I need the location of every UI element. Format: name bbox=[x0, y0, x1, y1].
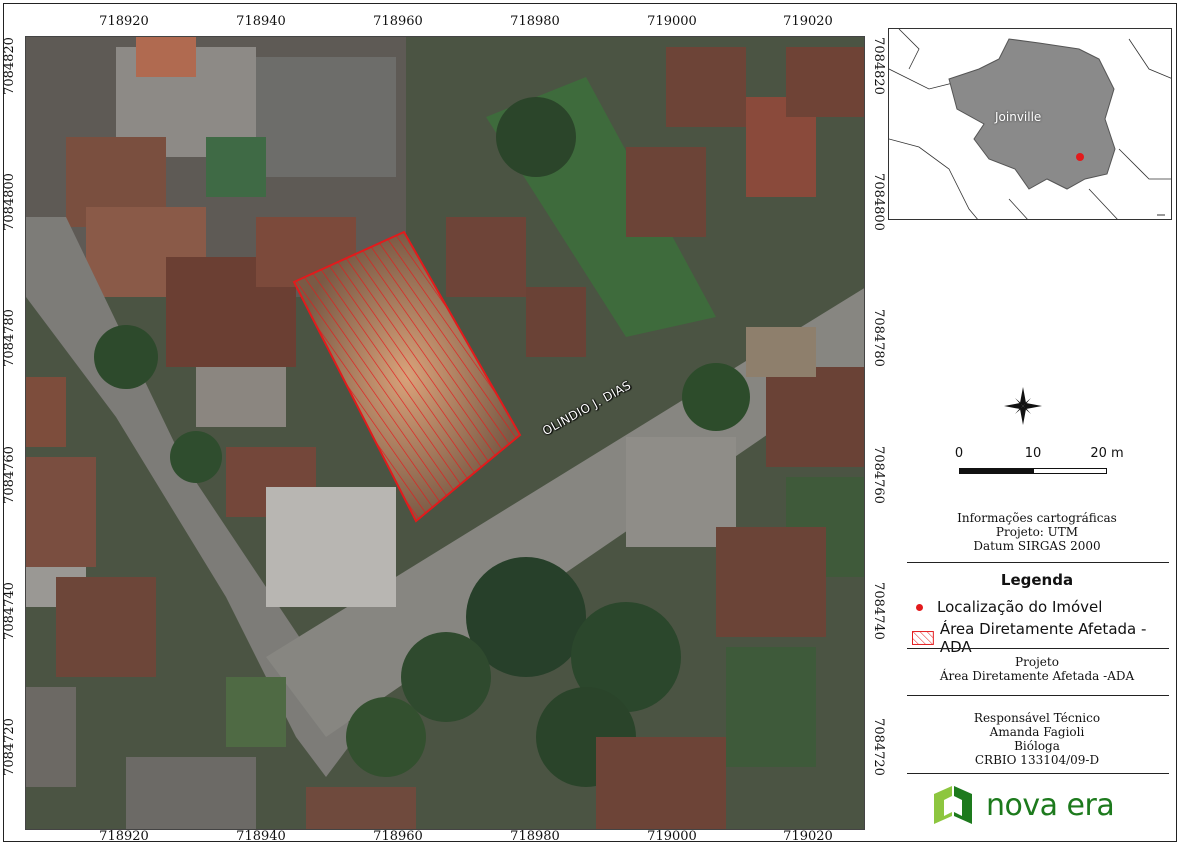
cartographic-info-title: Informações cartográficas bbox=[957, 511, 1117, 525]
legend-title: Legenda bbox=[1000, 571, 1074, 589]
scale-label-20: 20 m bbox=[1090, 446, 1124, 461]
cartographic-info-datum: Datum SIRGAS 2000 bbox=[973, 539, 1101, 553]
cartographic-info-projection: Projeto: UTM bbox=[995, 525, 1079, 539]
y-tick-left-3: 7084780 bbox=[2, 309, 17, 367]
responsible-info-role: Bióloga bbox=[1014, 739, 1060, 753]
city-boundary-map bbox=[889, 29, 1171, 219]
inset-city-label: Joinville bbox=[995, 110, 1042, 124]
aerial-map-image bbox=[26, 37, 864, 829]
y-tick-right-6: 7084720 bbox=[871, 718, 886, 776]
scale-label-0: 0 bbox=[954, 446, 964, 461]
y-tick-left-1: 7084820 bbox=[2, 37, 17, 95]
divider bbox=[907, 695, 1169, 696]
nova-era-logo-icon bbox=[934, 786, 972, 824]
responsible-info: Responsável Técnico Amanda Fagioli Biólo… bbox=[907, 711, 1167, 767]
north-star-icon bbox=[1004, 387, 1042, 425]
scale-label-10: 10 bbox=[1024, 446, 1042, 461]
responsible-info-title: Responsável Técnico bbox=[973, 711, 1101, 725]
nova-era-logo: nova era bbox=[930, 782, 1115, 828]
x-tick-bottom-1: 718920 bbox=[99, 829, 149, 844]
divider bbox=[907, 562, 1169, 563]
y-tick-right-2: 7084800 bbox=[871, 173, 886, 231]
x-tick-bottom-2: 718940 bbox=[236, 829, 286, 844]
x-tick-top-3: 718960 bbox=[373, 14, 423, 29]
y-tick-right-3: 7084780 bbox=[871, 309, 886, 367]
scale-bar-black bbox=[959, 468, 1033, 474]
responsible-info-name: Amanda Fagioli bbox=[989, 725, 1085, 739]
cartographic-info: Informações cartográficas Projeto: UTM D… bbox=[907, 511, 1167, 553]
y-tick-right-1: 7084820 bbox=[871, 37, 886, 95]
legend-item-location-label: Localização do Imóvel bbox=[937, 598, 1103, 616]
y-tick-left-4: 7084760 bbox=[2, 446, 17, 504]
y-tick-right-4: 7084760 bbox=[871, 446, 886, 504]
x-tick-bottom-5: 719000 bbox=[647, 829, 697, 844]
legend-item-location: Localização do Imóvel bbox=[912, 598, 1102, 616]
legend-item-ada-label: Área Diretamente Afetada - ADA bbox=[939, 620, 1147, 656]
scale-bar-white bbox=[1033, 468, 1107, 474]
project-info-title: Projeto bbox=[1015, 655, 1059, 669]
x-tick-bottom-6: 719020 bbox=[783, 829, 833, 844]
y-tick-left-5: 7084740 bbox=[2, 582, 17, 640]
x-tick-top-6: 719020 bbox=[783, 14, 833, 29]
x-tick-top-1: 718920 bbox=[99, 14, 149, 29]
red-dot-icon bbox=[916, 603, 923, 611]
aerial-map[interactable] bbox=[25, 36, 865, 830]
x-tick-bottom-3: 718960 bbox=[373, 829, 423, 844]
inset-map[interactable] bbox=[888, 28, 1172, 220]
responsible-info-registration: CRBIO 133104/09-D bbox=[974, 753, 1100, 767]
project-info: Projeto Área Diretamente Afetada -ADA bbox=[907, 655, 1167, 683]
x-tick-top-4: 718980 bbox=[510, 14, 560, 29]
ada-area[interactable] bbox=[292, 230, 522, 523]
red-hatch-icon bbox=[912, 631, 934, 645]
x-tick-top-5: 719000 bbox=[647, 14, 697, 29]
x-tick-top-2: 718940 bbox=[236, 14, 286, 29]
nova-era-logo-text: nova era bbox=[986, 787, 1115, 823]
x-tick-bottom-4: 718980 bbox=[510, 829, 560, 844]
legend-item-ada: Área Diretamente Afetada - ADA bbox=[912, 620, 1181, 656]
y-tick-left-6: 7084720 bbox=[2, 718, 17, 776]
location-point bbox=[1076, 153, 1084, 161]
y-tick-left-2: 7084800 bbox=[2, 173, 17, 231]
joinville-boundary bbox=[948, 38, 1116, 190]
project-info-name: Área Diretamente Afetada -ADA bbox=[939, 669, 1135, 683]
divider bbox=[907, 773, 1169, 774]
divider bbox=[907, 648, 1169, 649]
y-tick-right-5: 7084740 bbox=[871, 582, 886, 640]
scale-bar: 0 10 20 m bbox=[955, 446, 1125, 486]
